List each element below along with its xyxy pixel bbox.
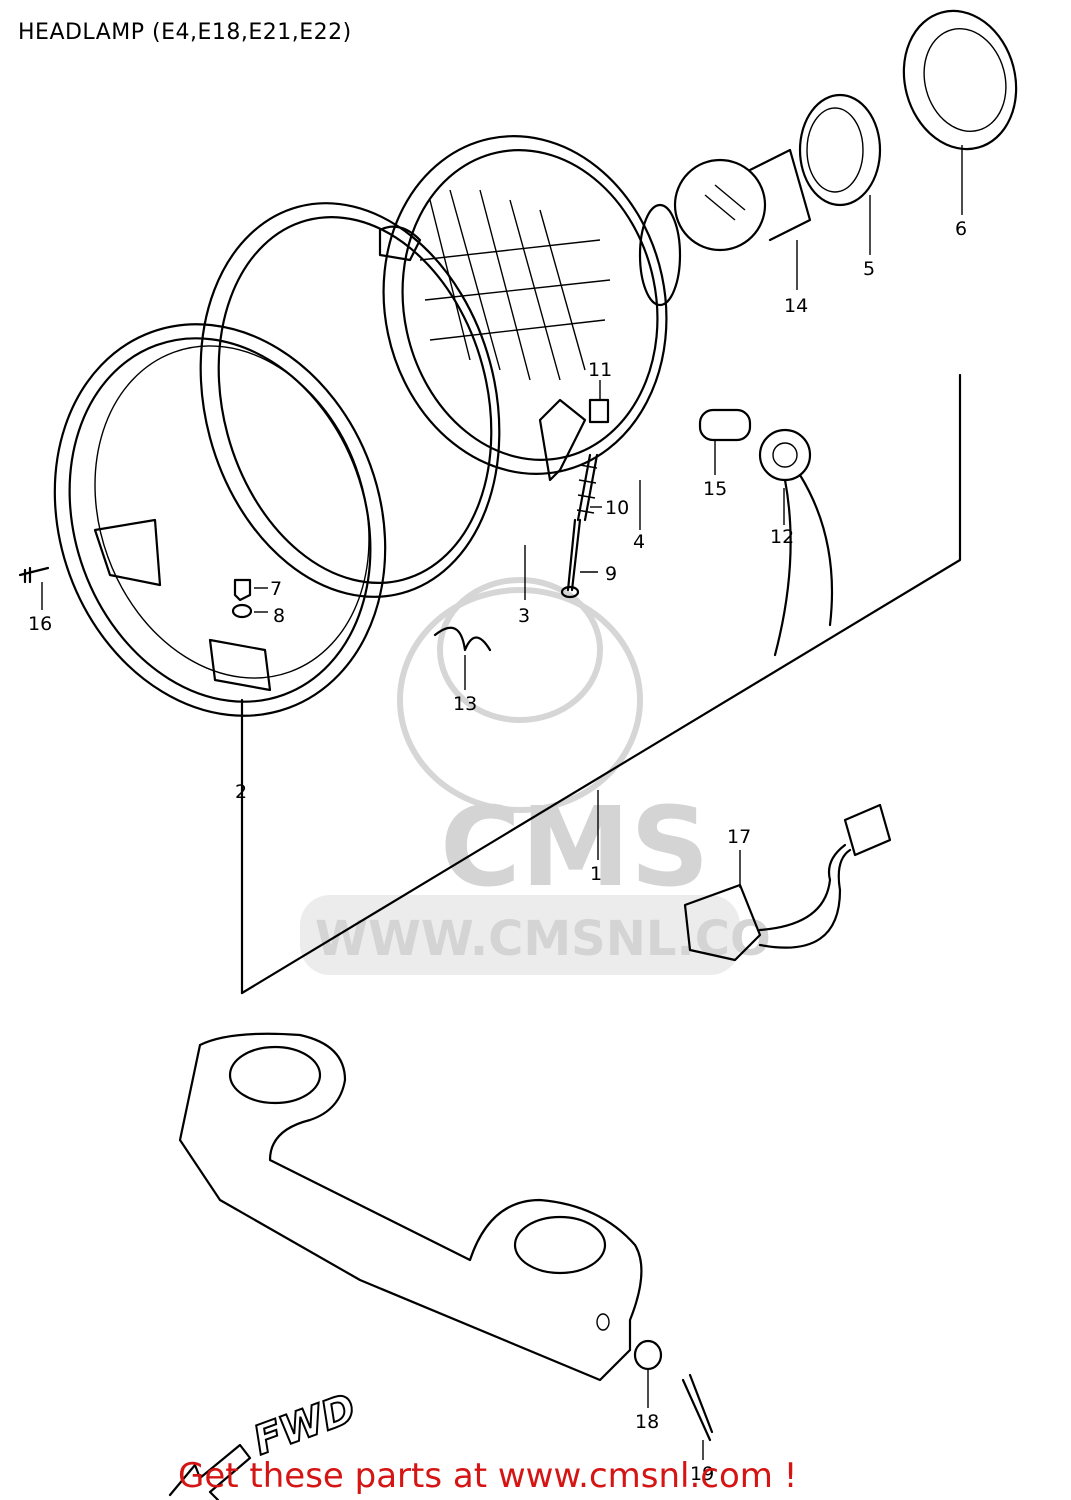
callout-3: 3 bbox=[518, 605, 530, 627]
part-17-connector bbox=[683, 803, 892, 962]
part-16-screw bbox=[18, 566, 50, 584]
callout-4: 4 bbox=[633, 531, 645, 553]
part-7-screw bbox=[233, 578, 252, 602]
diagram-title: HEADLAMP (E4,E18,E21,E22) bbox=[18, 20, 352, 45]
callout-17: 17 bbox=[727, 826, 751, 848]
part-14-bulb bbox=[673, 148, 812, 252]
part-11-nut bbox=[588, 398, 610, 424]
callout-12: 12 bbox=[770, 526, 794, 548]
watermark-logo-text: CMS bbox=[440, 783, 709, 911]
part-2-headlamp-rim bbox=[53, 323, 387, 717]
callout-9: 9 bbox=[605, 563, 617, 585]
footer-parts-link[interactable]: Get these parts at www.cmsnl.com ! bbox=[178, 1456, 798, 1496]
assembly-bracket-part-1 bbox=[240, 373, 962, 995]
fwd-label: FWD bbox=[248, 1385, 362, 1464]
callout-5: 5 bbox=[863, 258, 875, 280]
part-3-headlamp-housing bbox=[199, 202, 587, 598]
cms-watermark: CMS WWW.CMSNL.CO bbox=[300, 577, 771, 975]
part-4-sealed-beam-unit bbox=[382, 135, 682, 475]
callout-16: 16 bbox=[28, 613, 52, 635]
callout-11: 11 bbox=[588, 359, 612, 381]
callout-13: 13 bbox=[453, 693, 477, 715]
part-10-spring bbox=[576, 453, 599, 522]
part-12-position-socket bbox=[758, 428, 834, 657]
callout-19: 19 bbox=[690, 1463, 714, 1485]
callout-10: 10 bbox=[605, 497, 629, 519]
callout-7: 7 bbox=[270, 578, 282, 600]
callout-15: 15 bbox=[703, 478, 727, 500]
callout-1: 1 bbox=[590, 863, 602, 885]
callout-14: 14 bbox=[784, 295, 808, 317]
part-5-bulb-socket bbox=[798, 93, 882, 207]
headlamp-bracket bbox=[178, 1032, 643, 1382]
part-6-dust-cover bbox=[902, 9, 1018, 151]
part-18-grommet bbox=[633, 1339, 663, 1371]
part-8-washer bbox=[231, 603, 253, 619]
callout-6: 6 bbox=[955, 218, 967, 240]
part-19-bolt bbox=[681, 1373, 714, 1442]
callout-2: 2 bbox=[235, 781, 247, 803]
leader-lines bbox=[41, 145, 963, 1460]
part-9-screw bbox=[560, 518, 582, 599]
watermark-url-text: WWW.CMSNL.CO bbox=[315, 911, 771, 967]
callout-labels: 1 2 3 4 5 6 7 8 9 10 11 12 13 14 15 16 1… bbox=[28, 218, 967, 1485]
callout-18: 18 bbox=[635, 1411, 659, 1433]
part-13-spring-clip bbox=[433, 626, 492, 652]
callout-8: 8 bbox=[273, 605, 285, 627]
part-15-position-bulb bbox=[698, 408, 752, 442]
